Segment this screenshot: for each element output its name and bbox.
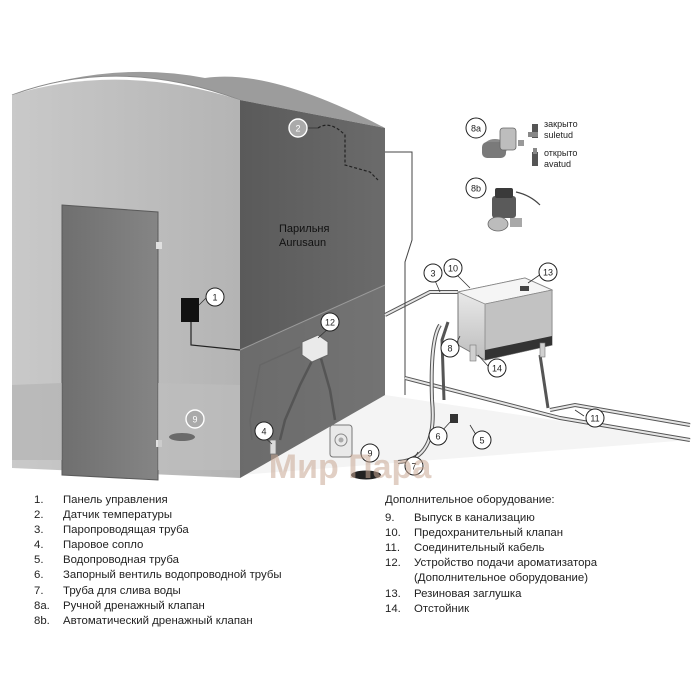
floor-drain-outer: [351, 470, 381, 480]
callout-12-label: 12: [325, 318, 335, 328]
callout-6: [428, 426, 448, 446]
callout-3: [423, 263, 443, 283]
callout-8: [440, 338, 460, 358]
legend-item: 12.Устройство подачи ароматизатора: [385, 557, 598, 570]
callout-14-label: 14: [492, 364, 502, 374]
legend-item: 4.Паровое сопло: [34, 539, 144, 552]
sensor-cable: [317, 124, 379, 181]
callout-13-label: 13: [543, 268, 553, 278]
steam-nozzle: [269, 439, 277, 455]
callout-5-label: 5: [479, 436, 484, 446]
legend-left: 1.Панель управления 2.Датчик температуры…: [34, 493, 374, 629]
callout-6-label: 6: [435, 432, 440, 442]
aroma-box: [301, 334, 329, 363]
installation-diagram: 1 2 3 4 5 6 7 8 8a 8b 9 9 10 11 12 13 14: [10, 71, 691, 486]
callout-8a-label: 8a: [471, 124, 481, 134]
legend-item: 13.Резиновая заглушка: [385, 587, 522, 600]
callout-5: [472, 430, 492, 450]
valve-open-icon: [532, 152, 538, 166]
legend-item: 10.Предохранительный клапан: [385, 527, 563, 540]
callout-2: [288, 118, 308, 138]
legend-item: 14.Отстойник: [385, 602, 470, 615]
legend-item: 3.Паропроводящая труба: [34, 524, 189, 537]
room-name-ru: Парильня: [279, 223, 330, 235]
legend-item: 1.Панель управления: [34, 494, 168, 506]
callout-10: [443, 258, 463, 278]
callout-13: [538, 262, 558, 282]
callout-9-outer: [360, 443, 380, 463]
callout-3-label: 3: [430, 269, 435, 279]
callout-12: [320, 312, 340, 332]
callouts: 1 2 3 4 5 6 7 8 8a 8b 9 9 10 11 12 13 14: [185, 117, 605, 476]
callout-1: [205, 287, 225, 307]
legend-item: 11.Соединительный кабель: [385, 542, 545, 555]
callout-7-label: 7: [411, 462, 416, 472]
legend-right-header: Дополнительное оборудование:: [385, 494, 555, 506]
glass-door: [62, 205, 158, 480]
callout-9-inner: [185, 409, 205, 429]
callout-11-label: 11: [590, 414, 599, 424]
door-hinge-top: [156, 242, 162, 249]
legend-item: 5.Водопроводная труба: [34, 554, 179, 567]
watermark: Мир Пара: [269, 448, 433, 486]
callout-2-label: 2: [295, 124, 300, 134]
valve-open-ru: открыто: [544, 148, 577, 158]
legend-item: 8b.Автоматический дренажный клапан: [34, 614, 253, 627]
callout-9-outer-label: 9: [367, 449, 372, 459]
legend-item: 7.Труба для слива воды: [34, 584, 181, 597]
callout-4: [254, 421, 274, 441]
shutoff-valve: [450, 414, 458, 423]
control-panel: [181, 298, 199, 322]
valve-closed-ru: закрыто: [544, 119, 578, 129]
callout-8a: [465, 117, 487, 139]
callout-11: [585, 408, 605, 428]
callout-9-inner-label: 9: [192, 415, 197, 425]
manual-valve-8a: [482, 127, 524, 158]
steam-generator: [456, 277, 554, 362]
valve-open-et: avatud: [544, 159, 571, 169]
auto-valve-8b: [487, 188, 541, 232]
callout-4-label: 4: [261, 427, 266, 437]
legend-item: 6.Запорный вентиль водопроводной трубы: [34, 569, 282, 582]
callout-8b: [465, 177, 487, 199]
room-name-et: Aurusaun: [279, 237, 326, 249]
callout-10-label: 10: [448, 264, 458, 274]
roof: [12, 71, 385, 128]
callout-7: [404, 456, 424, 476]
callout-1-label: 1: [212, 293, 217, 303]
legend-right: Дополнительное оборудование: 9.Выпуск в …: [385, 493, 695, 617]
legend-item: 8a.Ручной дренажный клапан: [34, 599, 205, 612]
legend-item: 2.Датчик температуры: [34, 509, 173, 522]
callout-14: [487, 358, 507, 378]
callout-8b-label: 8b: [471, 184, 481, 194]
callout-8-label: 8: [447, 344, 452, 354]
floor-drain-inner: [169, 433, 195, 441]
sensor-cable-outer: [385, 151, 413, 395]
valve-closed-icon: [532, 124, 538, 138]
legend-item: (Дополнительное оборудование): [414, 572, 589, 585]
legend-item: 9.Выпуск в канализацию: [385, 512, 535, 525]
valve-closed-et: suletud: [544, 130, 573, 140]
